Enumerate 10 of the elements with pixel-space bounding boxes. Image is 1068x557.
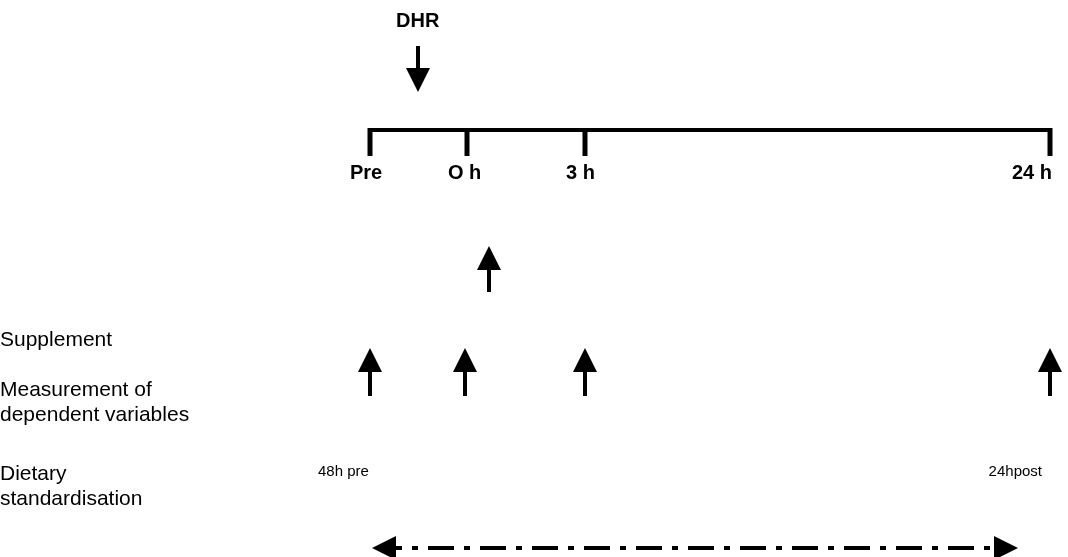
time-point-label: 24 h (1010, 160, 1052, 184)
period-start-label: 48h pre (318, 462, 370, 480)
time-point-label: O h (448, 160, 483, 184)
period-end-label: 24hpost (987, 462, 1042, 480)
event-label: DHR (396, 8, 441, 32)
time-point-label: 3 h (566, 160, 596, 184)
row-label: Measurement of dependent variables (0, 376, 191, 427)
time-point-label: Pre (350, 160, 384, 184)
row-label: Supplement (0, 326, 114, 352)
row-label: Dietary standardisation (0, 460, 144, 511)
